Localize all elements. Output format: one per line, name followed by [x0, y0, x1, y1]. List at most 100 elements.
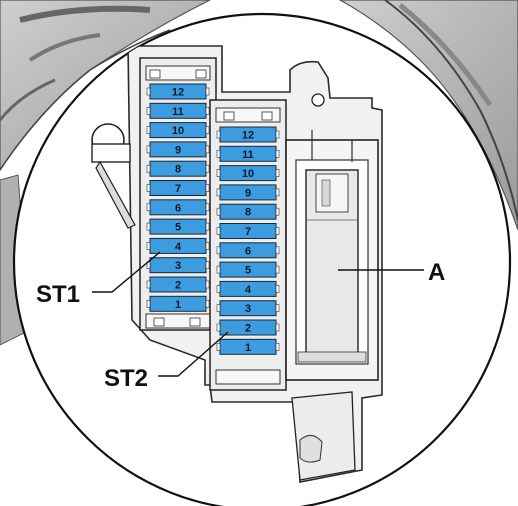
- fuse-terminal: [146, 87, 151, 96]
- fuse-terminal: [216, 323, 221, 332]
- fuse-number: 5: [175, 222, 181, 234]
- fuse-terminal: [275, 227, 280, 235]
- fuse: 1: [146, 295, 210, 312]
- fuse: 8: [216, 203, 280, 220]
- fuse: 12: [146, 83, 210, 100]
- fuse-number: 12: [242, 130, 254, 142]
- fuse: 7: [216, 223, 280, 239]
- fuse-terminal: [146, 145, 151, 154]
- fuse-number: 1: [175, 299, 181, 311]
- fuse-terminal: [275, 285, 280, 293]
- fuse-terminal: [205, 203, 210, 212]
- fuse-terminal: [205, 184, 210, 192]
- fuse-terminal: [146, 299, 151, 308]
- fuse-terminal: [205, 164, 210, 173]
- bracket-hole: [311, 93, 325, 107]
- fuse-holder-st1: 12 11 10 9 8 7 6 5 4 3 2 1: [139, 57, 217, 331]
- fuse-terminal: [275, 265, 280, 274]
- retaining-clip: [91, 123, 136, 229]
- fuse-terminal: [146, 184, 151, 192]
- fuse: 11: [146, 102, 210, 119]
- fuse-terminal: [275, 150, 280, 158]
- fuse-number: 9: [175, 144, 181, 156]
- fuse-terminal: [216, 227, 221, 235]
- fuse: 5: [216, 261, 280, 278]
- fuse-terminal: [216, 304, 221, 313]
- fuse-terminal: [146, 164, 151, 173]
- fuse: 9: [216, 184, 280, 201]
- fuse-number: 8: [175, 164, 181, 176]
- fuse-terminal: [216, 246, 221, 255]
- fuse-terminal: [146, 280, 151, 289]
- fuse-terminal: [205, 87, 210, 96]
- fuse-terminal: [216, 265, 221, 274]
- fuse-terminal: [275, 304, 280, 313]
- fuse-number: 5: [245, 265, 251, 277]
- fuse: 7: [146, 180, 210, 196]
- fuse-terminal: [205, 280, 210, 289]
- fuse-terminal: [146, 203, 151, 212]
- fuse-terminal: [146, 222, 151, 231]
- fuse-number: 7: [175, 183, 181, 195]
- fuse-terminal: [205, 242, 210, 250]
- label-st1: ST1: [36, 281, 80, 308]
- fuse: 2: [146, 276, 210, 293]
- fuse-terminal: [275, 188, 280, 197]
- fuse-number: 9: [245, 187, 251, 199]
- leader-line-st1: [92, 251, 161, 293]
- fuse-number: 10: [242, 168, 254, 180]
- fuse-holder-st2: 12 11 10 9 8 7 6 5 4 3 2 1: [209, 99, 287, 391]
- fuse-terminal: [146, 107, 151, 115]
- relay-holder-a: [285, 130, 379, 381]
- fuse-number: 11: [242, 149, 254, 161]
- fuse-terminal: [205, 261, 210, 270]
- fuse-terminal: [216, 207, 221, 216]
- fuse-terminal: [275, 323, 280, 332]
- fuse-terminal: [205, 299, 210, 308]
- fuse-terminal: [275, 130, 280, 139]
- fuse-number: 4: [245, 284, 252, 296]
- fuse: 8: [146, 160, 210, 177]
- fuse-terminal: [146, 126, 151, 134]
- fuse: 9: [146, 141, 210, 158]
- fuse: 1: [216, 338, 280, 355]
- fuse-terminal: [216, 169, 221, 177]
- fuse-number: 1: [245, 342, 251, 354]
- fuse-number: 10: [172, 125, 184, 137]
- fuse: 4: [146, 237, 210, 254]
- fuse-terminal: [216, 285, 221, 293]
- fuse: 5: [146, 218, 210, 235]
- label-a: A: [428, 259, 445, 286]
- fuse-terminal: [205, 126, 210, 134]
- fuse-number: 3: [245, 303, 251, 315]
- fuse: 12: [216, 126, 280, 143]
- lower-tab: [291, 391, 356, 481]
- fuse-number: 8: [245, 207, 251, 219]
- fuse-terminal: [275, 169, 280, 177]
- fuse-number: 3: [175, 260, 181, 272]
- fuse-number: 7: [245, 226, 251, 238]
- fuse-number: 6: [245, 245, 251, 257]
- fuse-terminal: [275, 246, 280, 255]
- fuse: 2: [216, 319, 280, 336]
- fuse: 10: [146, 122, 210, 139]
- fuse-terminal: [216, 150, 221, 158]
- fuse-terminal: [275, 207, 280, 216]
- fuse-number: 11: [172, 106, 184, 118]
- fuse: 11: [216, 145, 280, 162]
- fuse-terminal: [146, 242, 151, 250]
- fuse: 10: [216, 165, 280, 182]
- fuse: 6: [146, 199, 210, 216]
- fuse-terminal: [216, 188, 221, 197]
- fuse-number: 4: [175, 241, 182, 253]
- fuse-terminal: [205, 107, 210, 115]
- leader-line-st2: [158, 331, 229, 377]
- fuse: 3: [216, 300, 280, 317]
- fuse-number: 6: [175, 202, 181, 214]
- fuse-terminal: [205, 145, 210, 154]
- fuse-terminal: [216, 130, 221, 139]
- fuse-terminal: [205, 222, 210, 231]
- fuse: 6: [216, 242, 280, 259]
